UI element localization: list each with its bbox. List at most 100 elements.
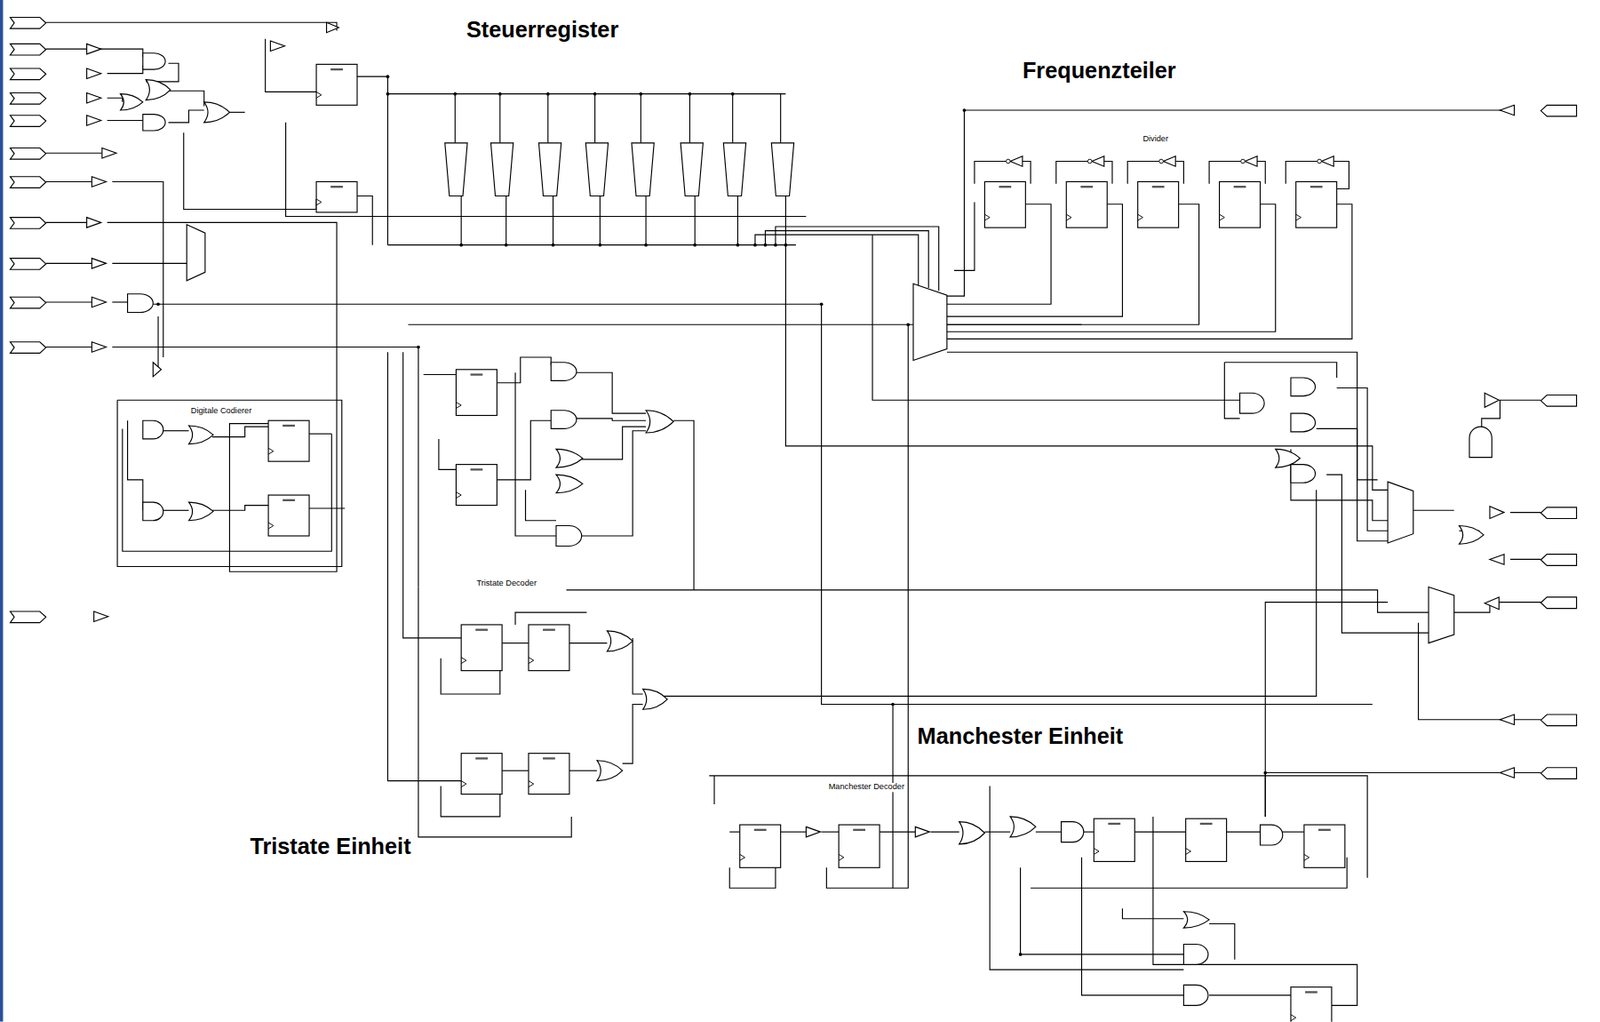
padl-symbol: [9, 68, 46, 80]
or-symbol: [643, 688, 669, 709]
vmux-symbol: [723, 143, 746, 197]
wire: [357, 76, 388, 246]
flip-flops: [268, 63, 1346, 1021]
ibuf-symbol: [1489, 554, 1505, 565]
wire: [891, 704, 893, 889]
mux-symbol: [186, 224, 206, 281]
wire: [117, 399, 343, 566]
junction-dot: [731, 92, 735, 96]
vand-symbol: [1469, 426, 1492, 457]
padr-symbol: [1540, 395, 1577, 407]
wire: [1326, 474, 1429, 633]
wire: [1224, 362, 1337, 378]
wire: [407, 324, 1082, 326]
wire: [501, 770, 529, 772]
buf-symbol: [91, 342, 106, 352]
wire: [387, 93, 786, 95]
wire: [1082, 857, 1185, 996]
unit-heading: Tristate Einheit: [247, 835, 414, 860]
wire: [708, 775, 1368, 878]
and-symbol: [1260, 824, 1283, 845]
junction-dot: [638, 92, 643, 96]
wire: [403, 351, 462, 638]
mux-symbol: [1428, 586, 1455, 643]
wire: [438, 438, 457, 470]
vmux-symbol: [771, 143, 794, 197]
wire: [644, 196, 646, 246]
wire: [168, 90, 205, 106]
wire: [461, 196, 462, 246]
buf-symbol: [91, 258, 106, 269]
or-symbol: [120, 94, 144, 111]
junction-dot: [386, 92, 391, 96]
padl-symbol: [9, 342, 46, 354]
wire: [632, 637, 643, 694]
wire: [622, 704, 644, 765]
or-symbol: [1275, 448, 1301, 468]
block-title: Divider: [1140, 135, 1171, 144]
wire: [46, 22, 337, 31]
wires: [46, 22, 1542, 1005]
or-symbol: [1183, 911, 1210, 928]
wire: [821, 831, 840, 833]
wire: [879, 831, 916, 833]
edge-strip: [0, 0, 3, 1022]
wire: [111, 347, 419, 588]
wire: [107, 119, 144, 121]
block-title: Tristate Decoder: [474, 579, 539, 589]
and-symbol: [1290, 464, 1316, 484]
wire: [640, 94, 642, 144]
wire: [505, 196, 507, 246]
wire: [713, 775, 715, 804]
wire: [168, 110, 205, 123]
wire: [552, 196, 554, 246]
padr-symbol: [1540, 507, 1577, 519]
and-symbol: [550, 362, 577, 382]
inverter-bubble: [1241, 159, 1246, 164]
vmux-symbol: [631, 143, 654, 197]
and-symbol: [143, 53, 166, 70]
wire: [46, 152, 103, 154]
junction-dot: [504, 243, 509, 247]
wire: [1337, 387, 1388, 531]
flip-flop: [740, 824, 781, 868]
and-symbol: [1061, 821, 1084, 843]
flip-flop: [1066, 181, 1107, 228]
wire: [1153, 816, 1358, 1005]
mux-symbol: [913, 283, 948, 360]
padl-symbol: [9, 258, 46, 271]
flip-flop: [1219, 181, 1261, 228]
wire: [775, 226, 940, 291]
inverter-bubble: [1159, 159, 1164, 164]
and-symbol: [143, 501, 164, 521]
and-symbol: [1290, 377, 1316, 397]
flip-flop: [1093, 818, 1135, 861]
wire: [581, 430, 646, 536]
wire: [984, 831, 1011, 833]
unit-heading: Frequenzteiler: [1020, 59, 1179, 85]
ibuf-symbol: [1499, 714, 1514, 725]
flip-flop: [1138, 181, 1179, 228]
padr-symbol: [1540, 767, 1577, 780]
wire: [357, 196, 373, 246]
or-symbol: [959, 821, 986, 844]
wire: [1265, 602, 1388, 817]
block-title: Digitale Codierer: [188, 406, 254, 416]
wire: [1209, 923, 1235, 959]
junction-dot: [692, 243, 697, 247]
or-symbol: [1458, 525, 1484, 545]
junction-dot: [891, 702, 895, 707]
wire: [576, 418, 646, 421]
junction-dot: [546, 92, 550, 96]
junction-dot: [753, 243, 757, 247]
vmux-symbol: [680, 143, 703, 197]
wire: [423, 374, 457, 375]
padl-symbol: [9, 176, 46, 189]
wire: [780, 831, 807, 833]
wire: [1035, 831, 1062, 833]
buf-symbol: [102, 148, 117, 159]
flip-flop: [268, 494, 310, 536]
wire: [1510, 511, 1541, 513]
wire: [111, 301, 128, 303]
flip-flop: [455, 464, 497, 506]
